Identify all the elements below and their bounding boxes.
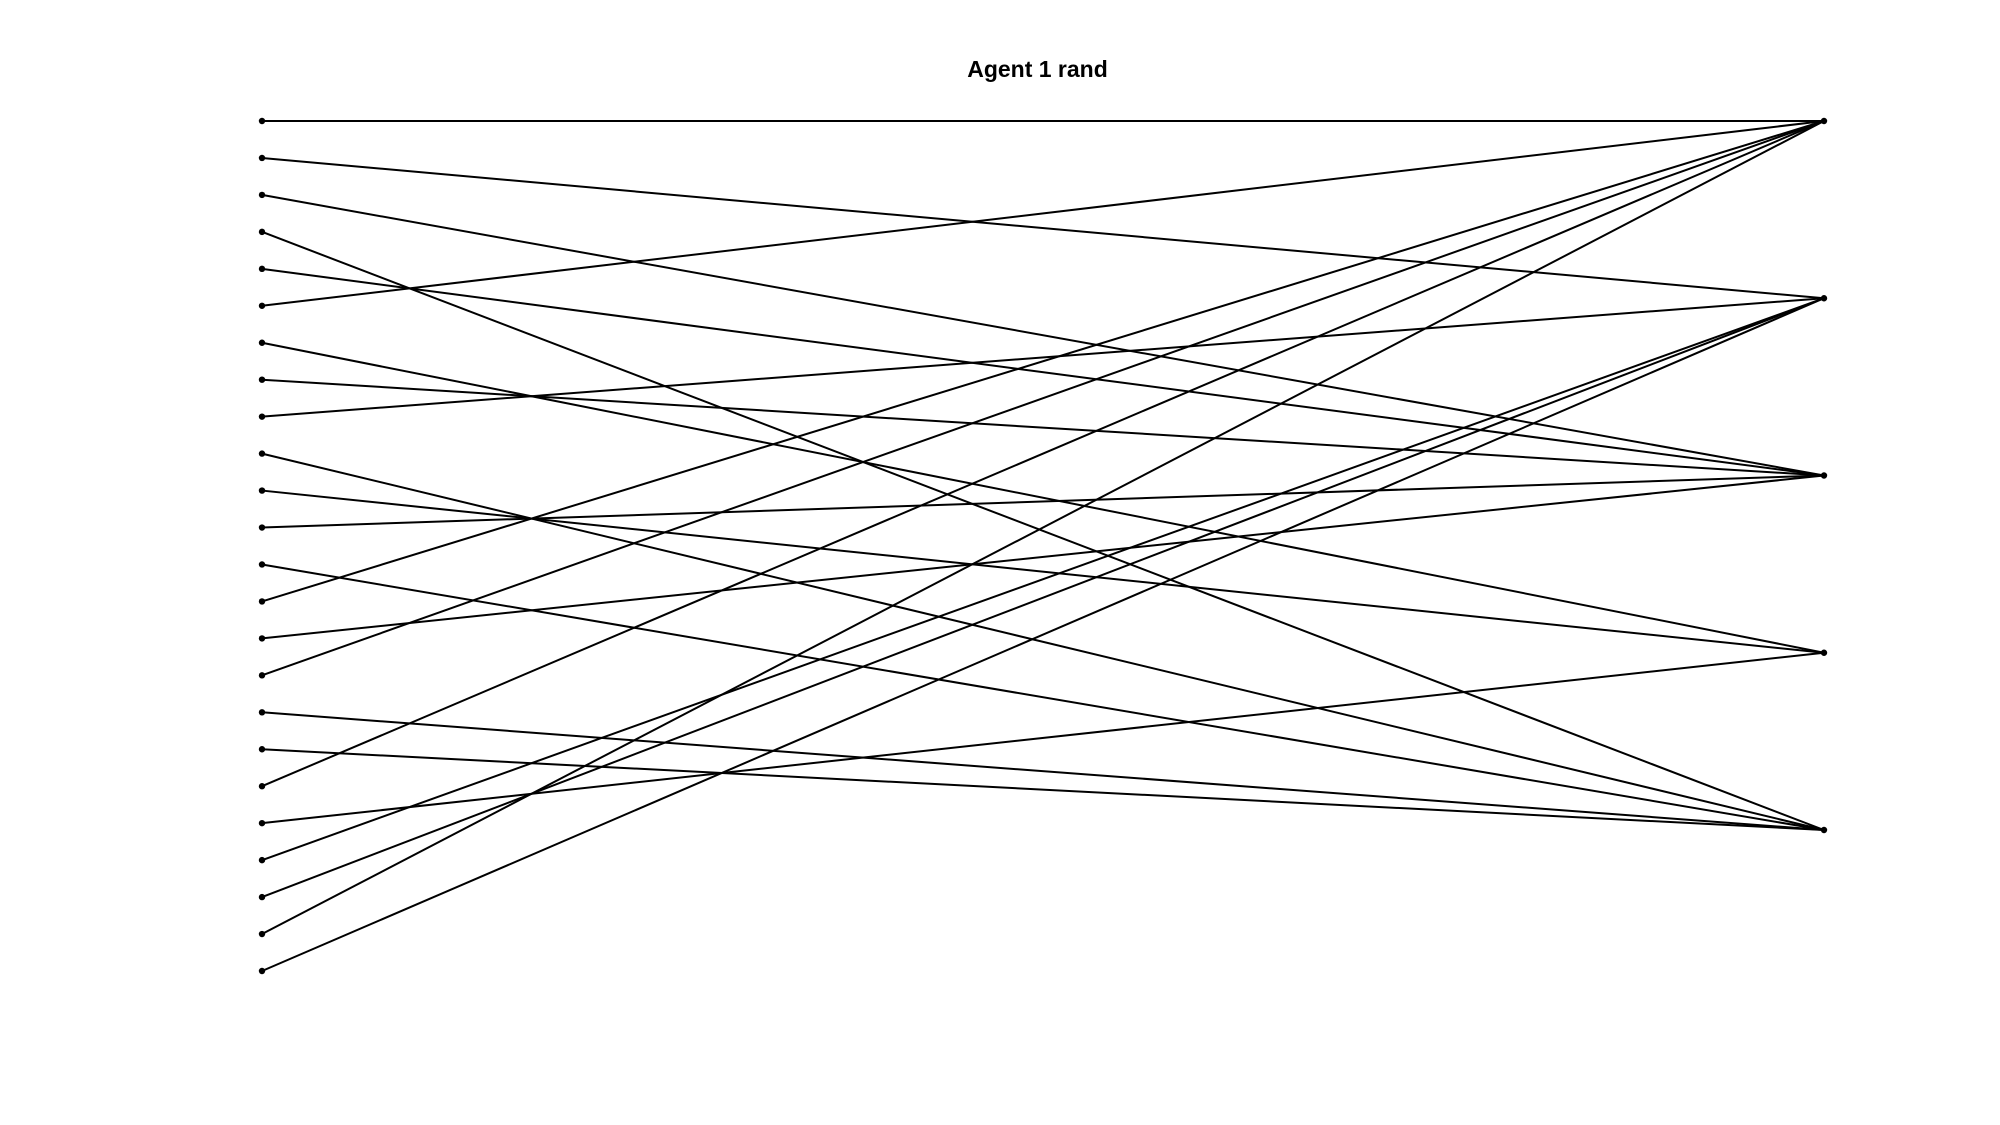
- edge-l2-r2: [261, 193, 1825, 477]
- right-node-4: [1820, 826, 1828, 834]
- left-node-18: [258, 783, 266, 790]
- left-node-10: [258, 487, 266, 494]
- left-node-12: [258, 561, 266, 568]
- edge-l13-r0: [261, 120, 1825, 603]
- edge-l18-r0: [261, 120, 1825, 788]
- edge-l5-r0: [261, 120, 1825, 307]
- edge-l10-r3: [261, 489, 1825, 654]
- left-node-2: [258, 191, 266, 199]
- edge-l8-r1: [261, 297, 1825, 418]
- edge-l12-r4: [261, 563, 1825, 831]
- left-node-7: [258, 376, 266, 383]
- edge-l17-r4: [261, 748, 1825, 831]
- edge-group: [261, 120, 1825, 972]
- edge-l6-r3: [261, 341, 1825, 654]
- edge-l23-r1: [261, 297, 1825, 972]
- left-node-9: [258, 450, 266, 457]
- left-node-17: [258, 746, 266, 753]
- left-node-group: [258, 117, 266, 975]
- edge-l19-r3: [261, 651, 1825, 825]
- left-node-21: [258, 893, 266, 901]
- right-node-0: [1820, 117, 1828, 125]
- edge-l3-r4: [261, 230, 1825, 831]
- edge-l14-r2: [261, 474, 1825, 640]
- edge-l1-r1: [261, 156, 1825, 300]
- left-node-14: [258, 635, 266, 642]
- edge-l21-r1: [261, 297, 1825, 899]
- edge-l22-r0: [261, 120, 1825, 935]
- diagram-title: Agent 1 rand: [967, 56, 1108, 82]
- left-node-16: [258, 709, 266, 716]
- right-node-3: [1820, 649, 1828, 656]
- left-node-6: [258, 339, 266, 346]
- left-node-13: [258, 598, 266, 605]
- right-node-group: [1820, 117, 1828, 834]
- edge-l7-r2: [261, 378, 1825, 477]
- edge-l11-r2: [261, 474, 1825, 529]
- right-node-1: [1820, 295, 1828, 302]
- left-node-23: [258, 967, 266, 975]
- left-node-8: [258, 413, 266, 420]
- left-node-19: [258, 819, 266, 827]
- left-node-5: [258, 302, 266, 309]
- left-node-15: [258, 672, 266, 679]
- left-node-3: [258, 228, 266, 236]
- edge-l4-r2: [261, 267, 1825, 477]
- edge-l9-r4: [261, 452, 1825, 831]
- left-node-11: [258, 524, 266, 531]
- left-node-22: [258, 930, 266, 938]
- right-node-2: [1820, 472, 1828, 479]
- left-node-1: [258, 154, 266, 162]
- edge-l20-r1: [261, 297, 1825, 862]
- left-node-20: [258, 856, 266, 864]
- left-node-0: [258, 117, 266, 125]
- left-node-4: [258, 265, 266, 273]
- edge-l16-r4: [261, 711, 1825, 831]
- edge-l15-r0: [261, 120, 1825, 677]
